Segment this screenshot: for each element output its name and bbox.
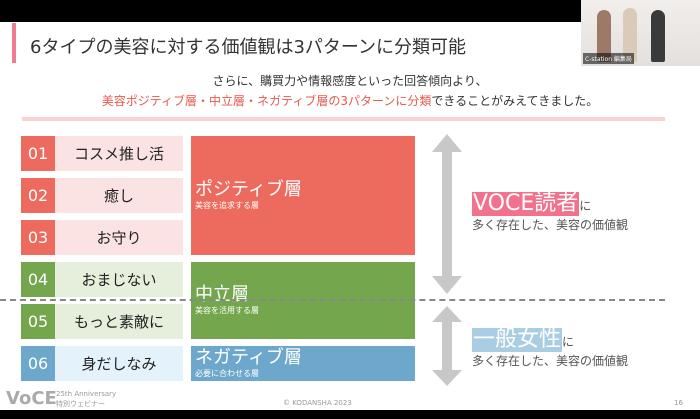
slide-title: 6タイプの美容に対する価値観は3パターンに分類可能 [30,37,467,58]
type-number: 03 [21,220,55,255]
type-label: コスメ推し活 [55,136,183,171]
type-label: もっと素敵に [55,304,183,339]
top-black-bar [0,0,700,22]
subtitle-line1: さらに、購買力や情報感度といった回答傾向より、 [212,74,488,88]
voce-reader-label: VOCE読者に多く存在した、美容の価値観 [472,191,629,233]
layer-desc: 必要に合わせる層 [195,368,259,378]
voce-desc: 多く存在した、美容の価値観 [472,218,629,233]
type-label: おまじない [55,262,183,297]
dashed-separator [0,299,665,301]
presenter-figure [651,10,665,62]
subtitle-line2: 美容ポジティブ層・中立層・ネガティブ層の3パターンに分類できることがみえてきまし… [0,92,700,109]
type-number: 02 [21,178,55,213]
anniversary-text: 25th Anniversary [56,390,117,398]
layer-name: ポジティブ層 [195,179,302,201]
subtitle-highlight: 美容ポジティブ層・中立層・ネガティブ層の3パターンに分類 [101,94,432,108]
presenter-video[interactable]: C-station 編集局 [581,0,700,66]
general-desc: 多く存在した、美容の価値観 [472,354,629,369]
presenter-figure [623,8,637,62]
layer-desc: 美容を活用する層 [195,305,259,315]
page-number: 16 [674,399,683,407]
type-label: 癒し [55,178,183,213]
type-number: 05 [21,304,55,339]
particle: に [562,335,575,349]
type-label: お守り [55,220,183,255]
general-women-label: 一般女性に多く存在した、美容の価値観 [472,327,629,369]
subtitle-rest: できることがみえてきました。 [431,94,599,108]
particle: に [579,199,592,213]
layer-name: ネガティブ層 [195,347,302,369]
presenter-figure [597,10,611,62]
type-number: 04 [21,262,55,297]
title-accent-bar [12,23,16,63]
copyright: © KODANSHA 2023 [283,399,352,407]
negative-layer-box: ネガティブ層必要に合わせる層 [191,346,415,381]
layer-desc: 美容を追求する層 [195,200,259,210]
positive-layer-box: ポジティブ層美容を追求する層 [191,136,415,255]
double-arrow-icon [432,306,462,386]
webinar-text: 特別ウェビナー [56,400,105,408]
general-highlight: 一般女性 [472,327,563,353]
divider [22,117,665,121]
bottom-black-bar [0,410,700,419]
type-number: 01 [21,136,55,171]
voce-highlight: VOCE読者 [472,191,580,217]
video-label: C-station 編集局 [583,53,634,64]
voce-logo: VoCE [6,388,57,409]
layer-name: 中立層 [195,284,249,306]
double-arrow-icon [432,134,462,294]
type-number: 06 [21,346,55,381]
type-label: 身だしなみ [55,346,183,381]
